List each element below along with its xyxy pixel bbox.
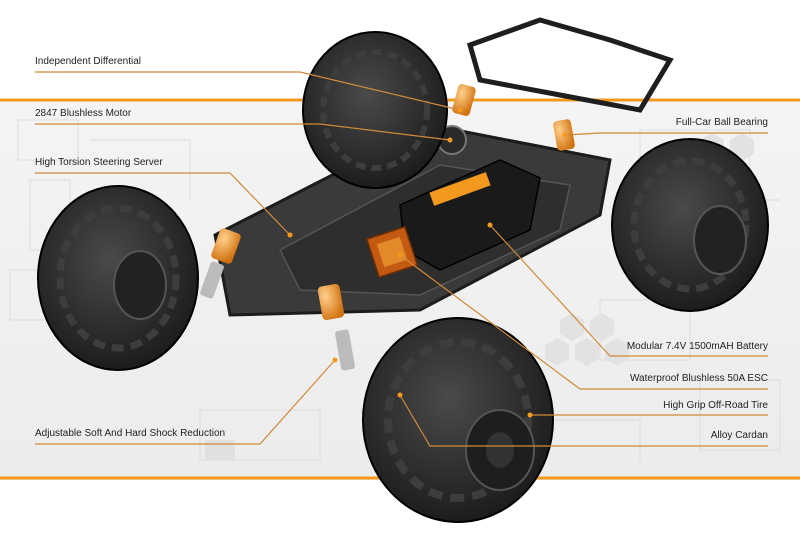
esc-module bbox=[365, 225, 419, 279]
leader-line-endpoints bbox=[287, 107, 568, 418]
tire-rear-left bbox=[302, 31, 448, 189]
tire-front-right bbox=[362, 317, 554, 523]
label-independent-differential: Independent Differential bbox=[35, 56, 142, 67]
label-brushless-motor: 2847 Blushless Motor bbox=[35, 108, 132, 119]
shock-absorbers bbox=[200, 84, 575, 371]
label-battery: Modular 7.4V 1500mAH Battery bbox=[626, 341, 768, 352]
chassis bbox=[213, 17, 674, 317]
label-esc: Waterproof Blushless 50A ESC bbox=[629, 373, 768, 384]
label-tire: High Grip Off-Road Tire bbox=[663, 400, 768, 411]
label-shock-reduction: Adjustable Soft And Hard Shock Reduction bbox=[35, 428, 226, 439]
tire-front-left bbox=[37, 185, 199, 371]
label-steering-server: High Torsion Steering Server bbox=[35, 157, 163, 168]
label-cardan: Alloy Cardan bbox=[710, 430, 768, 441]
tire-rear-right bbox=[611, 138, 769, 312]
leader-lines bbox=[35, 71, 768, 447]
label-ball-bearing: Full-Car Ball Bearing bbox=[675, 117, 768, 128]
tires bbox=[37, 31, 769, 523]
